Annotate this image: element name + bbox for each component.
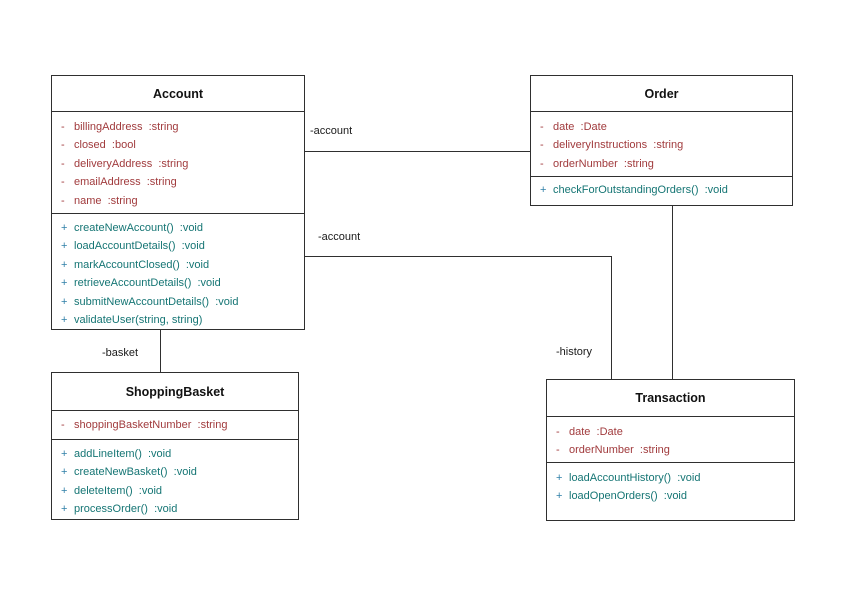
method-row: + createNewBasket() :void — [52, 463, 298, 481]
method-row: + checkForOutstandingOrders() :void — [531, 181, 792, 199]
class-title-transaction: Transaction — [635, 391, 706, 405]
order-attributes-section: -date :Date-deliveryInstructions :string… — [531, 111, 792, 176]
member-text: shoppingBasketNumber :string — [74, 419, 228, 431]
class-title-account: Account — [153, 86, 203, 101]
member-text: checkForOutstandingOrders() :void — [553, 184, 728, 196]
class-box-transaction[interactable]: Transaction -date :Date-orderNumber :str… — [546, 379, 795, 521]
order-methods-section: + checkForOutstandingOrders() :void — [531, 176, 792, 205]
visibility-minus-marker: - — [61, 176, 65, 189]
member-text: loadOpenOrders() :void — [569, 490, 687, 503]
connector-account-transaction-horizontal — [305, 256, 612, 257]
class-title-order: Order — [644, 86, 679, 101]
attribute-row: -date :Date — [531, 118, 792, 136]
attribute-row: -closed :bool — [52, 136, 304, 154]
method-row: + submitNewAccountDetails() :void — [52, 293, 304, 311]
method-row: + deleteItem() :void — [52, 482, 298, 500]
account-methods-section: + createNewAccount() :void + loadAccountDet… — [52, 213, 304, 329]
attribute-row: -shoppingBasketNumber :string — [52, 416, 298, 434]
attribute-row: -emailAddress :string — [52, 173, 304, 191]
visibility-minus-marker: - — [556, 426, 560, 438]
member-text: retrieveAccountDetails() :void — [74, 277, 221, 290]
attribute-row: -orderNumber :string — [531, 155, 792, 173]
class-box-account[interactable]: Account -billingAddress :string-closed :… — [51, 75, 305, 330]
visibility-minus-marker: - — [61, 157, 65, 170]
visibility-plus-marker: + — [61, 222, 68, 234]
method-row: + loadAccountDetails() :void — [52, 237, 304, 255]
visibility-minus-marker: - — [540, 139, 544, 152]
visibility-plus-marker: + — [61, 484, 68, 497]
account-attributes-section: -billingAddress :string-closed :bool-del… — [52, 111, 304, 213]
method-row: + processOrder() :void — [52, 500, 298, 518]
visibility-plus-marker: + — [61, 295, 68, 308]
member-text: loadAccountDetails() :void — [74, 240, 205, 253]
member-text: validateUser(string, string) — [74, 314, 203, 327]
member-text: createNewAccount() :void — [74, 222, 203, 234]
attribute-row: -name :string — [52, 192, 304, 210]
member-text: processOrder() :void — [74, 503, 178, 516]
attribute-row: -deliveryAddress :string — [52, 155, 304, 173]
connector-account-transaction-vertical — [611, 256, 612, 379]
method-row: + createNewAccount() :void — [52, 219, 304, 237]
member-text: date :Date — [569, 426, 623, 438]
connector-account-basket — [160, 330, 161, 372]
transaction-methods-section: + loadAccountHistory() :void + loadOpenOrde… — [547, 462, 794, 520]
method-row: + validateUser(string, string) — [52, 311, 304, 329]
visibility-plus-marker: + — [556, 490, 563, 503]
edge-label-account-role-1: -account — [310, 125, 353, 137]
transaction-attributes-section: -date :Date-orderNumber :string — [547, 416, 794, 462]
attribute-row: -billingAddress :string — [52, 118, 304, 136]
method-row: + loadOpenOrders() :void — [547, 487, 794, 505]
connector-account-order — [305, 151, 530, 152]
member-text: name :string — [74, 194, 138, 207]
visibility-plus-marker: + — [61, 258, 68, 271]
class-box-order[interactable]: Order -date :Date-deliveryInstructions :… — [530, 75, 793, 206]
class-box-shopping-basket[interactable]: ShoppingBasket -shoppingBasketNumber :st… — [51, 372, 299, 520]
connector-order-transaction — [672, 206, 673, 379]
shopping-basket-attributes-section: -shoppingBasketNumber :string — [52, 410, 298, 439]
member-text: createNewBasket() :void — [74, 466, 197, 479]
edge-label-account-role-2: -account — [318, 231, 361, 243]
visibility-plus-marker: + — [61, 240, 68, 253]
method-row: + markAccountClosed() :void — [52, 256, 304, 274]
shopping-basket-methods-section: + addLineItem() :void + createNewBasket() :… — [52, 439, 298, 519]
method-row: + loadAccountHistory() :void — [547, 469, 794, 487]
member-text: deleteItem() :void — [74, 484, 163, 497]
edge-label-basket-role: -basket — [102, 347, 139, 359]
attribute-row: -deliveryInstructions :string — [531, 136, 792, 154]
visibility-minus-marker: - — [540, 157, 544, 170]
member-text: markAccountClosed() :void — [74, 258, 210, 271]
member-text: date :Date — [553, 121, 607, 133]
class-title-shopping-basket: ShoppingBasket — [125, 384, 225, 399]
member-text: submitNewAccountDetails() :void — [74, 295, 239, 308]
member-text: closed :bool — [74, 139, 136, 152]
member-text: addLineItem() :void — [74, 448, 172, 460]
member-text: billingAddress :string — [74, 121, 179, 133]
member-text: loadAccountHistory() :void — [569, 472, 701, 484]
visibility-plus-marker: + — [61, 314, 68, 327]
member-text: orderNumber :string — [569, 444, 670, 457]
edge-label-history-role: -history — [556, 346, 593, 358]
visibility-minus-marker: - — [61, 419, 65, 431]
attribute-row: -date :Date — [547, 423, 794, 441]
member-text: orderNumber :string — [553, 157, 654, 170]
member-text: emailAddress :string — [74, 176, 177, 189]
visibility-minus-marker: - — [61, 139, 65, 152]
visibility-plus-marker: + — [61, 277, 68, 290]
method-row: + addLineItem() :void — [52, 445, 298, 463]
visibility-plus-marker: + — [61, 448, 68, 460]
member-text: deliveryInstructions :string — [553, 139, 684, 152]
attribute-row: -orderNumber :string — [547, 441, 794, 459]
visibility-minus-marker: - — [540, 121, 544, 133]
visibility-minus-marker: - — [61, 194, 65, 207]
visibility-plus-marker: + — [556, 472, 563, 484]
method-row: + retrieveAccountDetails() :void — [52, 274, 304, 292]
visibility-minus-marker: - — [61, 121, 65, 133]
visibility-minus-marker: - — [556, 444, 560, 457]
member-text: deliveryAddress :string — [74, 157, 189, 170]
visibility-plus-marker: + — [540, 184, 547, 196]
visibility-plus-marker: + — [61, 466, 68, 479]
visibility-plus-marker: + — [61, 503, 68, 516]
